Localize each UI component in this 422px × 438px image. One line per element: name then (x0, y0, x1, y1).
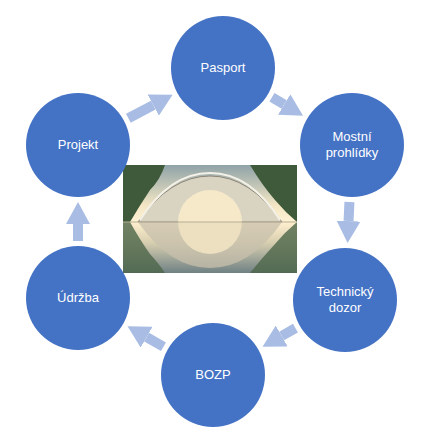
circle-content: Pasport (171, 16, 275, 120)
process-circle: BOZP (161, 323, 265, 427)
circle-fill (293, 248, 397, 352)
node-label: Technický dozor (303, 284, 387, 316)
process-circle: Pasport (171, 16, 275, 120)
circle-fill (26, 246, 130, 350)
node-label: Mostní prohlídky (310, 129, 394, 161)
process-circle: Technický dozor (293, 248, 397, 352)
circle-fill (171, 16, 275, 120)
circle-content: Technický dozor (293, 248, 397, 352)
photo-content (123, 165, 297, 273)
node-label: Projekt (58, 137, 98, 153)
node-label: BOZP (195, 367, 230, 383)
process-circle: Projekt (26, 93, 130, 197)
circle-content: Údržba (26, 246, 130, 350)
circle-content: BOZP (161, 323, 265, 427)
flow-arrow (128, 105, 153, 118)
flow-arrow (147, 337, 164, 347)
node-label: Pasport (201, 60, 246, 76)
circle-fill (300, 93, 404, 197)
node-label: Údržba (57, 290, 99, 306)
circle-content: Projekt (26, 93, 130, 197)
process-circle: Mostní prohlídky (300, 93, 404, 197)
circle-content: Mostní prohlídky (300, 93, 404, 197)
flow-arrow (73, 224, 83, 241)
flow-arrow (344, 202, 355, 221)
circle-fill (26, 93, 130, 197)
flow-arrow (272, 97, 284, 104)
flow-arrow (282, 328, 296, 336)
circle-fill (161, 323, 265, 427)
process-circle: Údržba (26, 246, 130, 350)
